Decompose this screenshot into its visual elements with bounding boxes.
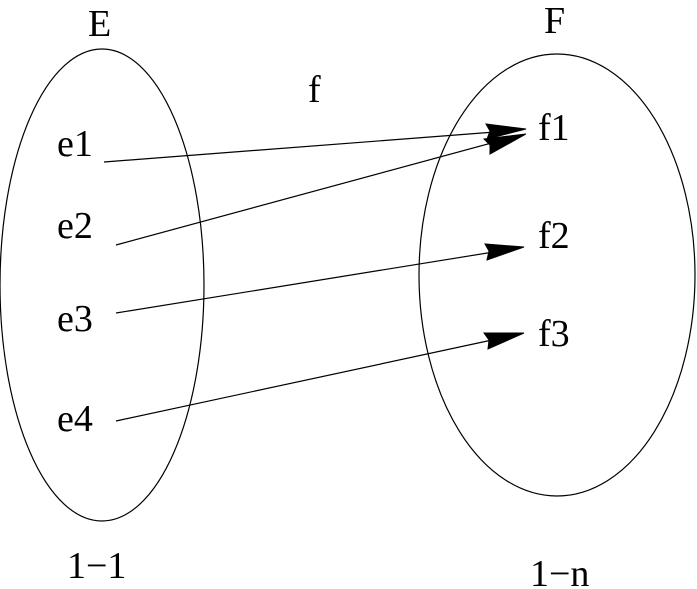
element-f2: f2 [538, 215, 570, 257]
set-f-label: F [544, 0, 565, 42]
arrowhead-e4-f3 [483, 332, 525, 350]
set-f-ellipse [418, 53, 696, 497]
arrowhead-e2-f1 [482, 133, 527, 155]
arrow-e4-f3 [115, 336, 507, 422]
element-e4: e4 [57, 398, 93, 440]
arrow-e2-f1 [115, 137, 511, 246]
element-e3: e3 [57, 298, 93, 340]
arrowhead-e3-f2 [484, 243, 525, 261]
arrow-e3-f2 [115, 249, 507, 314]
element-f1: f1 [538, 107, 570, 149]
caption-codomain: 1−n [530, 553, 589, 589]
arrow-e1-f1 [103, 130, 509, 163]
element-f3: f3 [538, 313, 570, 355]
set-e-label: E [88, 3, 111, 45]
element-e1: e1 [57, 123, 93, 165]
set-e-ellipse [0, 48, 205, 522]
element-e2: e2 [57, 205, 93, 247]
function-label: f [308, 69, 321, 111]
caption-domain: 1−1 [67, 545, 126, 587]
arrowhead-e1-f1 [485, 123, 527, 140]
